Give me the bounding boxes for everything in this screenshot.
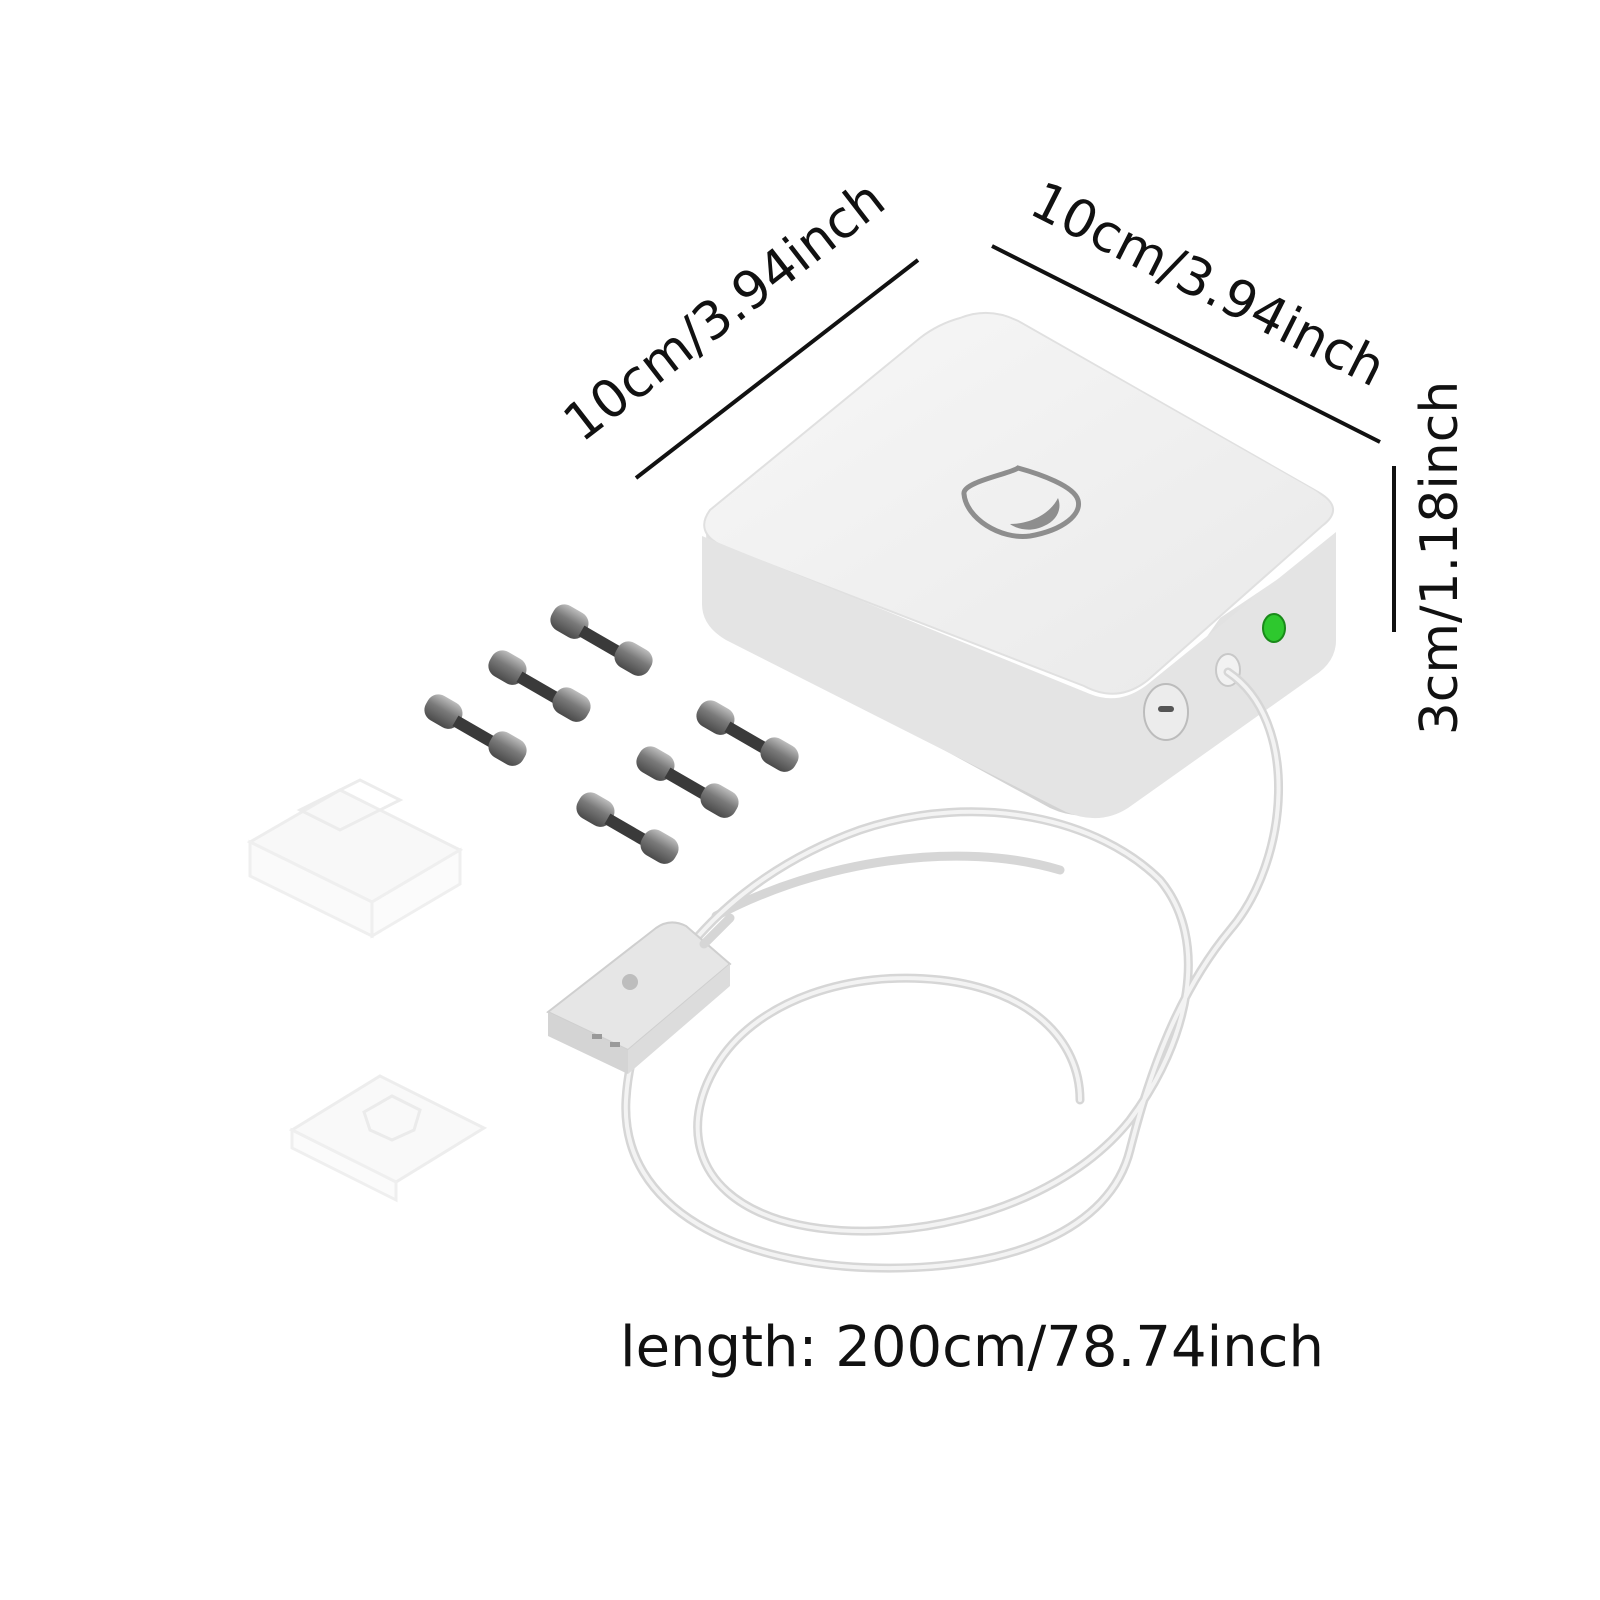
indicator-led — [1262, 613, 1286, 643]
water-drop-icon — [961, 465, 1082, 539]
cable-clips — [424, 604, 799, 864]
cable-clip — [550, 604, 653, 676]
cable-clip — [424, 694, 527, 766]
usb-port — [1143, 683, 1189, 741]
width-dimension-line — [634, 258, 920, 480]
depth-dimension-line — [991, 244, 1381, 444]
water-probe — [546, 913, 735, 1074]
cable-highlight — [623, 670, 1281, 1271]
cable-clip — [696, 700, 799, 772]
mounting-bracket — [246, 778, 464, 939]
cable-clip — [488, 650, 591, 722]
device-body — [702, 532, 1336, 819]
water-sensor-hub — [702, 311, 1336, 819]
device-top-surface — [707, 314, 1329, 691]
cable-clip — [576, 792, 679, 864]
cable-clip — [636, 746, 739, 818]
adhesive-pad — [288, 1074, 488, 1203]
height-dimension-label: 3cm/1.18inch — [1410, 381, 1470, 736]
cable-length-label: length: 200cm/78.74inch — [620, 1315, 1324, 1380]
